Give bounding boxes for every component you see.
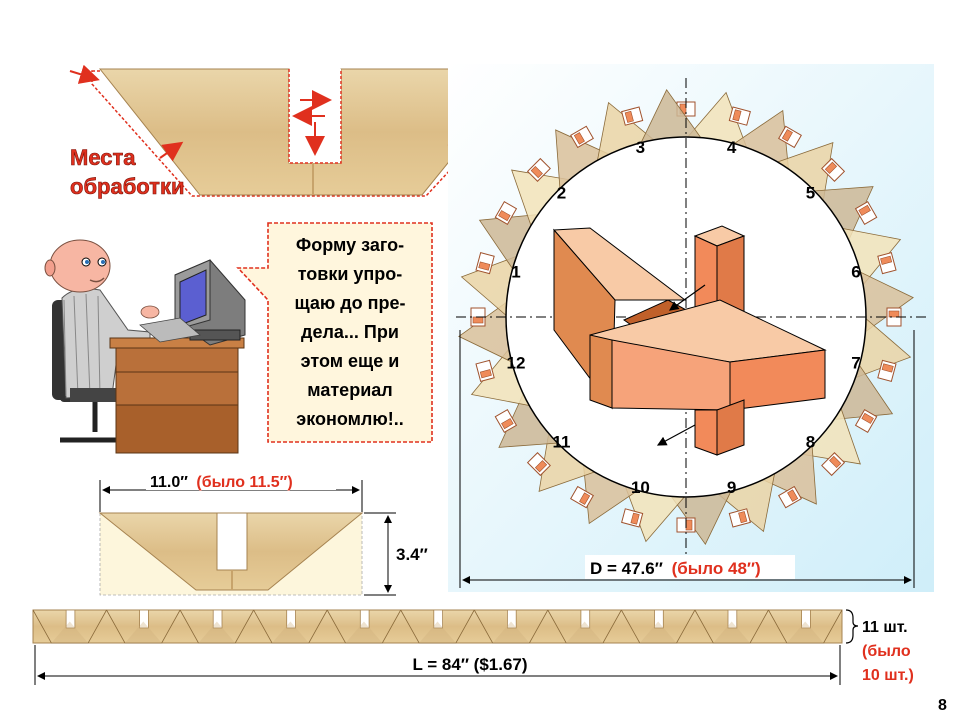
ring-segment-number: 1 xyxy=(511,262,520,281)
ring-joint-block xyxy=(494,409,518,433)
strip-piece-shade xyxy=(419,621,456,643)
strip-cut-line xyxy=(326,609,402,644)
ring-joint-block xyxy=(728,106,751,126)
ring-segment-number: 12 xyxy=(507,354,526,373)
blank-width-old: (было 11.5″) xyxy=(196,474,292,491)
strip-count-old-line2: 10 шт.) xyxy=(862,667,914,684)
ring-joint-block xyxy=(621,508,644,528)
speech-line-2: товки упро- xyxy=(298,264,403,284)
ring-joint-block xyxy=(778,485,802,509)
strip-count-value: 11 шт. xyxy=(862,619,908,636)
strip-slot xyxy=(433,609,443,629)
ring-segment-number: 9 xyxy=(727,478,736,497)
ring-joint-block xyxy=(570,485,594,509)
strip-slot xyxy=(65,609,76,629)
speech-text: Форму заго- товки упро- щаю до пре- дела… xyxy=(294,235,405,429)
blank-width-value: 11.0″ xyxy=(150,474,188,491)
ring-segment-number: 11 xyxy=(553,433,571,452)
strip-piece-shade xyxy=(786,621,824,643)
strip-slot xyxy=(506,609,517,629)
diameter-old-value: (было 48″) xyxy=(672,559,761,578)
strip-cut-line xyxy=(694,609,769,644)
strip-slot xyxy=(139,609,149,629)
edge-arrow-left xyxy=(69,64,100,84)
strip-slot xyxy=(212,609,223,629)
joint-3d-block xyxy=(552,225,827,456)
strip-piece-shade xyxy=(345,621,383,643)
speech-line-1: Форму заго- xyxy=(296,235,404,255)
speech-bubble xyxy=(236,222,433,443)
strip-cut-line xyxy=(400,609,475,644)
blank-width-label: 11.0″ (было 11.5″) xyxy=(150,474,293,491)
speech-line-5: этом еще и xyxy=(301,351,400,371)
ring-joint-block xyxy=(475,252,495,275)
strip-piece-shade xyxy=(272,621,309,643)
strip-cut-line xyxy=(473,609,549,644)
strip-piece-shade xyxy=(124,621,162,643)
ring-joint-block xyxy=(475,359,495,382)
strip-piece-shade xyxy=(492,621,530,643)
ring-joint-block xyxy=(821,157,846,182)
speech-line-4: дела... При xyxy=(301,322,399,342)
diameter-label: D = 47.6″ (было 48″) xyxy=(590,559,761,578)
ring-joint-block xyxy=(877,252,897,275)
ring-segment-number: 6 xyxy=(851,262,860,281)
strip-piece-shade xyxy=(198,621,236,643)
ring-joint-block xyxy=(778,125,802,149)
diameter-value: D = 47.6″ xyxy=(590,559,663,578)
ring-joint-block xyxy=(526,157,551,182)
speech-line-6: материал xyxy=(307,380,392,400)
strip-count-brace xyxy=(845,609,859,644)
strip-cut-line xyxy=(253,609,328,644)
strip-cut-line xyxy=(621,609,696,644)
strip-slot xyxy=(727,609,738,629)
person-at-computer-illustration xyxy=(44,239,246,454)
strip-slot xyxy=(654,609,664,629)
strip-cut-line xyxy=(32,609,107,644)
ring-segment-number: 4 xyxy=(727,138,737,157)
strip-cut-line xyxy=(106,609,181,644)
callout-title-line2: обработки xyxy=(70,174,185,199)
strip-piece-shade xyxy=(639,621,677,643)
ring-joint-block xyxy=(877,359,897,382)
strip-slot xyxy=(580,609,591,629)
strip-cut-line xyxy=(547,609,622,644)
callout-title-line1: Места xyxy=(70,145,136,170)
blank-height-value: 3.4″ xyxy=(396,545,428,564)
strip-cut-line xyxy=(179,609,254,644)
ring-joint-block xyxy=(728,508,751,528)
long-strip-diagram xyxy=(32,609,843,644)
edge-arrow-lower-left xyxy=(159,141,184,162)
strip-piece-shade xyxy=(713,621,751,643)
strip-cut-line xyxy=(768,609,843,644)
ring-segment-number: 10 xyxy=(631,478,650,497)
speech-line-7: экономлю!.. xyxy=(296,409,403,429)
ring-joint-block xyxy=(621,106,644,126)
strip-piece-shade xyxy=(566,621,603,643)
strip-piece-shade xyxy=(51,621,89,643)
speech-line-3: щаю до пре- xyxy=(294,293,405,313)
ring-segment-number: 8 xyxy=(806,433,815,452)
ring-segment-number: 7 xyxy=(851,354,860,373)
ring-joint-block xyxy=(526,452,551,477)
strip-slot xyxy=(286,609,296,629)
ring-segment-number: 3 xyxy=(636,138,645,157)
ring-segment-number: 2 xyxy=(557,184,566,203)
ring-joint-block xyxy=(854,201,878,225)
strip-slot xyxy=(359,609,370,629)
ring-joint-block xyxy=(821,452,846,477)
ring-segment-number: 5 xyxy=(806,184,815,203)
strip-length-label: L = 84″ ($1.67) xyxy=(412,655,527,674)
lower-blank-diagram xyxy=(98,512,364,596)
ring-joint-block xyxy=(494,201,518,225)
ring-joint-block xyxy=(570,125,594,149)
strip-slot xyxy=(801,609,811,629)
ring-joint-block xyxy=(854,409,878,433)
strip-count-old-line1: (было xyxy=(862,643,911,660)
page-number: 8 xyxy=(938,697,947,714)
